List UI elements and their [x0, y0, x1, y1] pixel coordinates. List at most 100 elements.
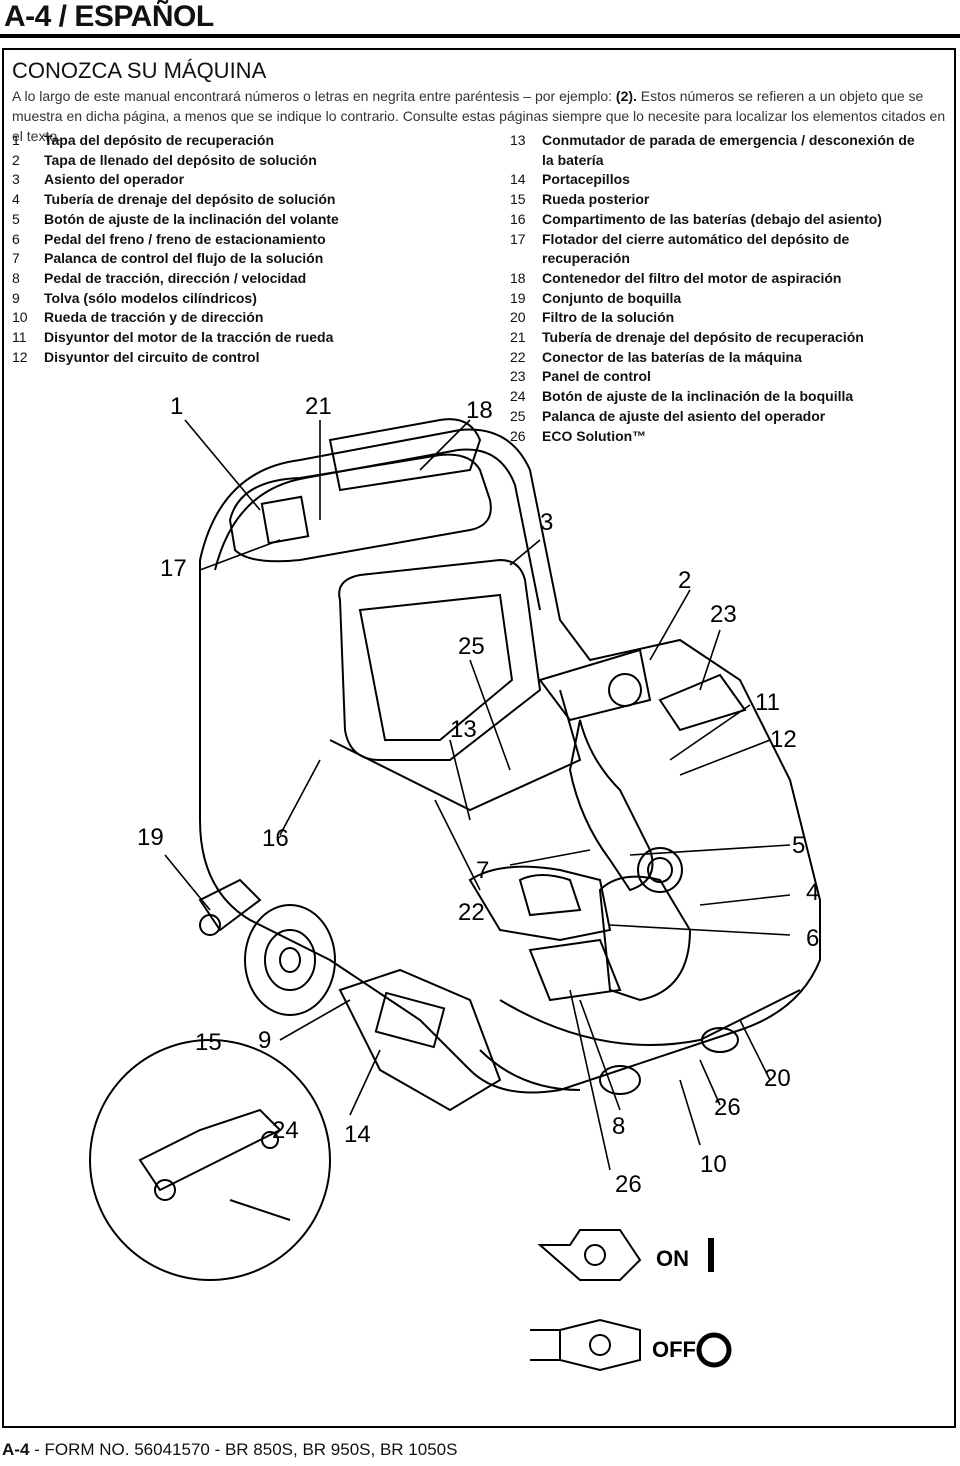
legend-item: 2 Tapa de llenado del depósito de solució…: [12, 151, 482, 171]
legend-item-text: Tapa de llenado del depósito de solución: [44, 151, 317, 168]
eco-valve-illustrations: [530, 1229, 642, 1372]
intro-example: (2).: [615, 88, 637, 104]
on-label: ON: [656, 1246, 689, 1271]
legend-item-number: 10: [12, 309, 28, 326]
section-title: CONOZCA SU MÁQUINA: [12, 58, 267, 83]
legend-item: 11 Disyuntor del motor de la tracción de …: [12, 328, 482, 348]
callout-23: 23: [710, 601, 737, 628]
legend-item-number: 22: [510, 348, 526, 365]
legend-item-number: 24: [510, 388, 526, 405]
legend-item-number: 21: [510, 329, 526, 346]
callout-9: 9: [258, 1027, 271, 1054]
legend-item-text: Disyuntor del circuito de control: [44, 348, 260, 365]
intro-text-2: Estos números se refieren a un objeto qu…: [12, 88, 946, 144]
callout-20: 20: [764, 1065, 791, 1092]
legend-item-text: Tolva (sólo modelos cilíndricos): [44, 289, 257, 306]
legend-item-number: 6: [12, 230, 20, 247]
legend-item-text: Compartimento de las baterías (debajo de…: [542, 210, 882, 227]
legend-item-text: Tubería de drenaje del depósito de soluc…: [44, 191, 336, 208]
page-header: A-4 / ESPAÑOL: [0, 0, 960, 34]
legend-item-number: 18: [510, 269, 526, 286]
legend-item-number: 8: [12, 269, 20, 286]
legend-item: 7 Palanca de control del flujo de la solu…: [12, 249, 482, 269]
parts-legend-right: 13 Conmutador de parada de emergencia / d…: [510, 131, 930, 446]
callout-6: 6: [806, 925, 819, 952]
legend-item: 15 Rueda posterior: [510, 190, 930, 210]
callout-26-upper: 26: [714, 1094, 741, 1121]
legend-item-number: 25: [510, 407, 526, 424]
callout-15: 15: [195, 1029, 222, 1056]
legend-item-number: 19: [510, 289, 526, 306]
legend-item: 6 Pedal del freno / freno de estacionamie…: [12, 230, 482, 250]
callout-5: 5: [792, 832, 805, 859]
legend-item-text: Rueda posterior: [542, 191, 650, 208]
legend-item-number: 2: [12, 151, 20, 168]
legend-item-text: Palanca de control del flujo de la soluc…: [44, 250, 324, 267]
legend-item-number: 23: [510, 368, 526, 385]
legend-item-number: 20: [510, 309, 526, 326]
callout-22: 22: [458, 899, 485, 926]
legend-item-text: Tapa del depósito de recuperación: [44, 132, 275, 148]
legend-item-number: 15: [510, 191, 526, 208]
legend-item-number: 11: [12, 329, 27, 346]
leader-lines: [164, 419, 791, 1171]
callout-26-lower: 26: [615, 1171, 642, 1198]
machine-outline: [198, 418, 821, 1112]
legend-item-text: Pedal del freno / freno de estacionamien…: [44, 230, 326, 247]
legend-item-number: 7: [12, 250, 20, 267]
legend-item-number: 17: [510, 230, 526, 247]
footer-form-info: - FORM NO. 56041570 - BR 850S, BR 950S, …: [29, 1440, 458, 1459]
legend-item-number: 3: [12, 171, 20, 188]
legend-item-text: Filtro de la solución: [542, 309, 675, 326]
callout-8: 8: [612, 1113, 625, 1140]
legend-item-text: Conmutador de parada de emergencia / des…: [542, 132, 915, 168]
legend-item-text: Rueda de tracción y de dirección: [44, 309, 264, 326]
callout-13: 13: [450, 716, 477, 743]
off-indicator-circle: [696, 1332, 732, 1368]
legend-item-text: Conjunto de boquilla: [542, 289, 682, 306]
legend-item: 23 Panel de control: [510, 367, 930, 387]
legend-item: 24 Botón de ajuste de la inclinación de l…: [510, 387, 930, 407]
header-divider: [0, 34, 960, 38]
callout-24: 24: [272, 1117, 299, 1144]
legend-item-number: 12: [12, 348, 28, 365]
legend-item-text: Panel de control: [542, 368, 651, 385]
legend-item-number: 4: [12, 191, 20, 208]
squeegee-inset: [89, 1039, 331, 1281]
callout-4: 4: [806, 879, 819, 906]
legend-item: 10 Rueda de tracción y de dirección: [12, 308, 482, 328]
legend-item: 3 Asiento del operador: [12, 170, 482, 190]
callout-7: 7: [476, 857, 489, 884]
legend-item: 19 Conjunto de boquilla: [510, 289, 930, 309]
legend-item-text: Botón de ajuste de la inclinación del vo…: [44, 210, 339, 227]
legend-item-text: Palanca de ajuste del asiento del operad…: [542, 407, 826, 424]
callout-16: 16: [262, 825, 289, 852]
legend-item-text: Portacepillos: [542, 171, 630, 188]
callout-11: 11: [755, 689, 780, 716]
off-label: OFF: [652, 1337, 696, 1362]
legend-item-text: Asiento del operador: [44, 171, 185, 188]
legend-item: 13 Conmutador de parada de emergencia / d…: [510, 131, 930, 170]
callout-18: 18: [466, 397, 493, 424]
callout-12: 12: [770, 726, 797, 753]
machine-diagram: ON OFF 1 21 18 3 17 2 23: [89, 393, 821, 1372]
legend-item: 12 Disyuntor del circuito de control: [12, 348, 482, 368]
legend-item: 20 Filtro de la solución: [510, 308, 930, 328]
legend-item-number: 13: [510, 132, 526, 148]
legend-item-text: Botón de ajuste de la inclinación de la …: [542, 388, 854, 405]
callout-3: 3: [540, 509, 553, 536]
callout-labels: 1 21 18 3 17 2 23 25 11 13 12 19 16 5 7 …: [137, 393, 819, 1198]
page-footer: A-4 - FORM NO. 56041570 - BR 850S, BR 95…: [2, 1440, 457, 1460]
legend-item-text: Disyuntor del motor de la tracción de ru…: [44, 329, 334, 346]
legend-item-text: Conector de las baterías de la máquina: [542, 348, 802, 365]
callout-10: 10: [700, 1151, 727, 1178]
